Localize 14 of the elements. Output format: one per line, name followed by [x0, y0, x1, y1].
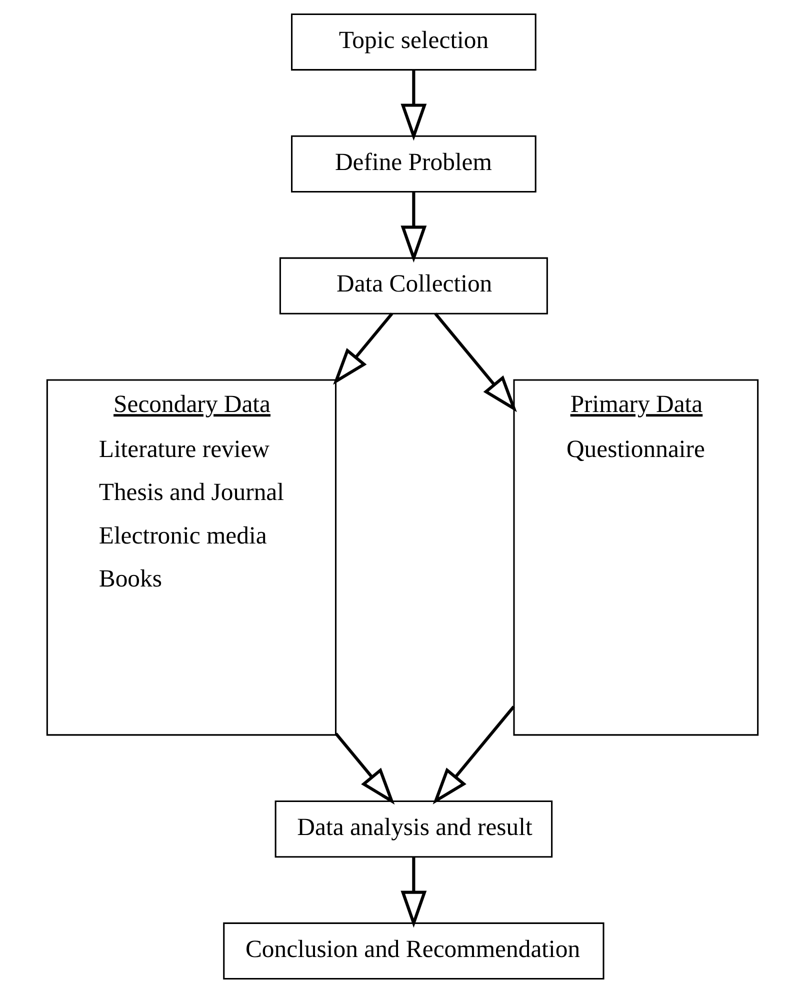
node-box: Topic selection: [290, 13, 536, 71]
arrow: [334, 732, 394, 805]
arrow: [400, 70, 426, 141]
node-box: Define Problem: [290, 135, 536, 192]
node-box: Data analysis and result: [274, 800, 552, 858]
node-box: Conclusion and Recommendation: [222, 922, 604, 980]
node-box: Primary Data Questionnaire: [512, 379, 758, 736]
arrow: [434, 312, 516, 412]
arrow: [432, 706, 514, 804]
node-box: Secondary Data Literature review Thesis and Journal Electronic media Books: [46, 379, 336, 736]
node-box: Data Collection: [278, 257, 548, 314]
arrow: [400, 856, 426, 928]
arrow: [400, 192, 426, 263]
arrow: [332, 312, 393, 385]
